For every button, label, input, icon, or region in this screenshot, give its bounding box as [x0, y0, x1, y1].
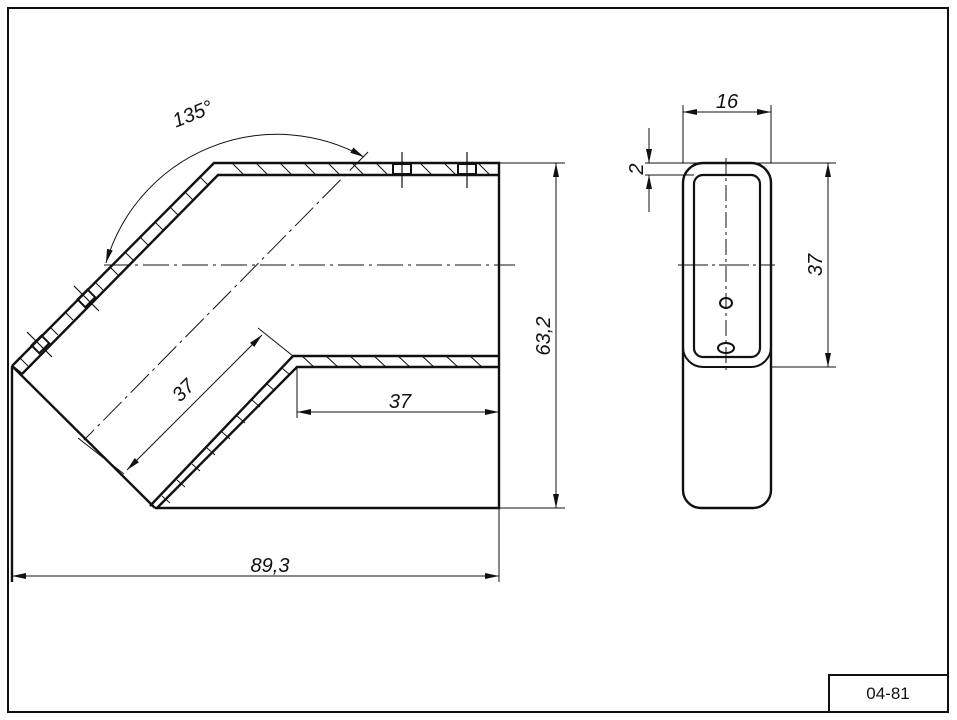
mounting-holes	[26, 152, 477, 358]
height-dimension: 63,2	[533, 317, 555, 356]
holes	[717, 297, 735, 354]
wall-thickness-dimension: 2	[626, 163, 648, 175]
center-lines	[83, 151, 515, 441]
hatching	[19, 162, 491, 504]
profile-height-dimension: 37	[805, 253, 827, 276]
angle-dimension: 135°	[169, 96, 216, 132]
side-view	[645, 105, 836, 510]
straight-length-dimension: 37	[389, 391, 412, 413]
title-block: 04-81	[828, 674, 949, 713]
front-view	[10, 133, 565, 582]
drawing-frame	[7, 7, 949, 713]
profile-width-dimension: 16	[716, 91, 739, 113]
drawing-code: 04-81	[866, 684, 909, 703]
width-dimension: 89,3	[251, 555, 290, 577]
dimension-lines	[12, 133, 559, 579]
